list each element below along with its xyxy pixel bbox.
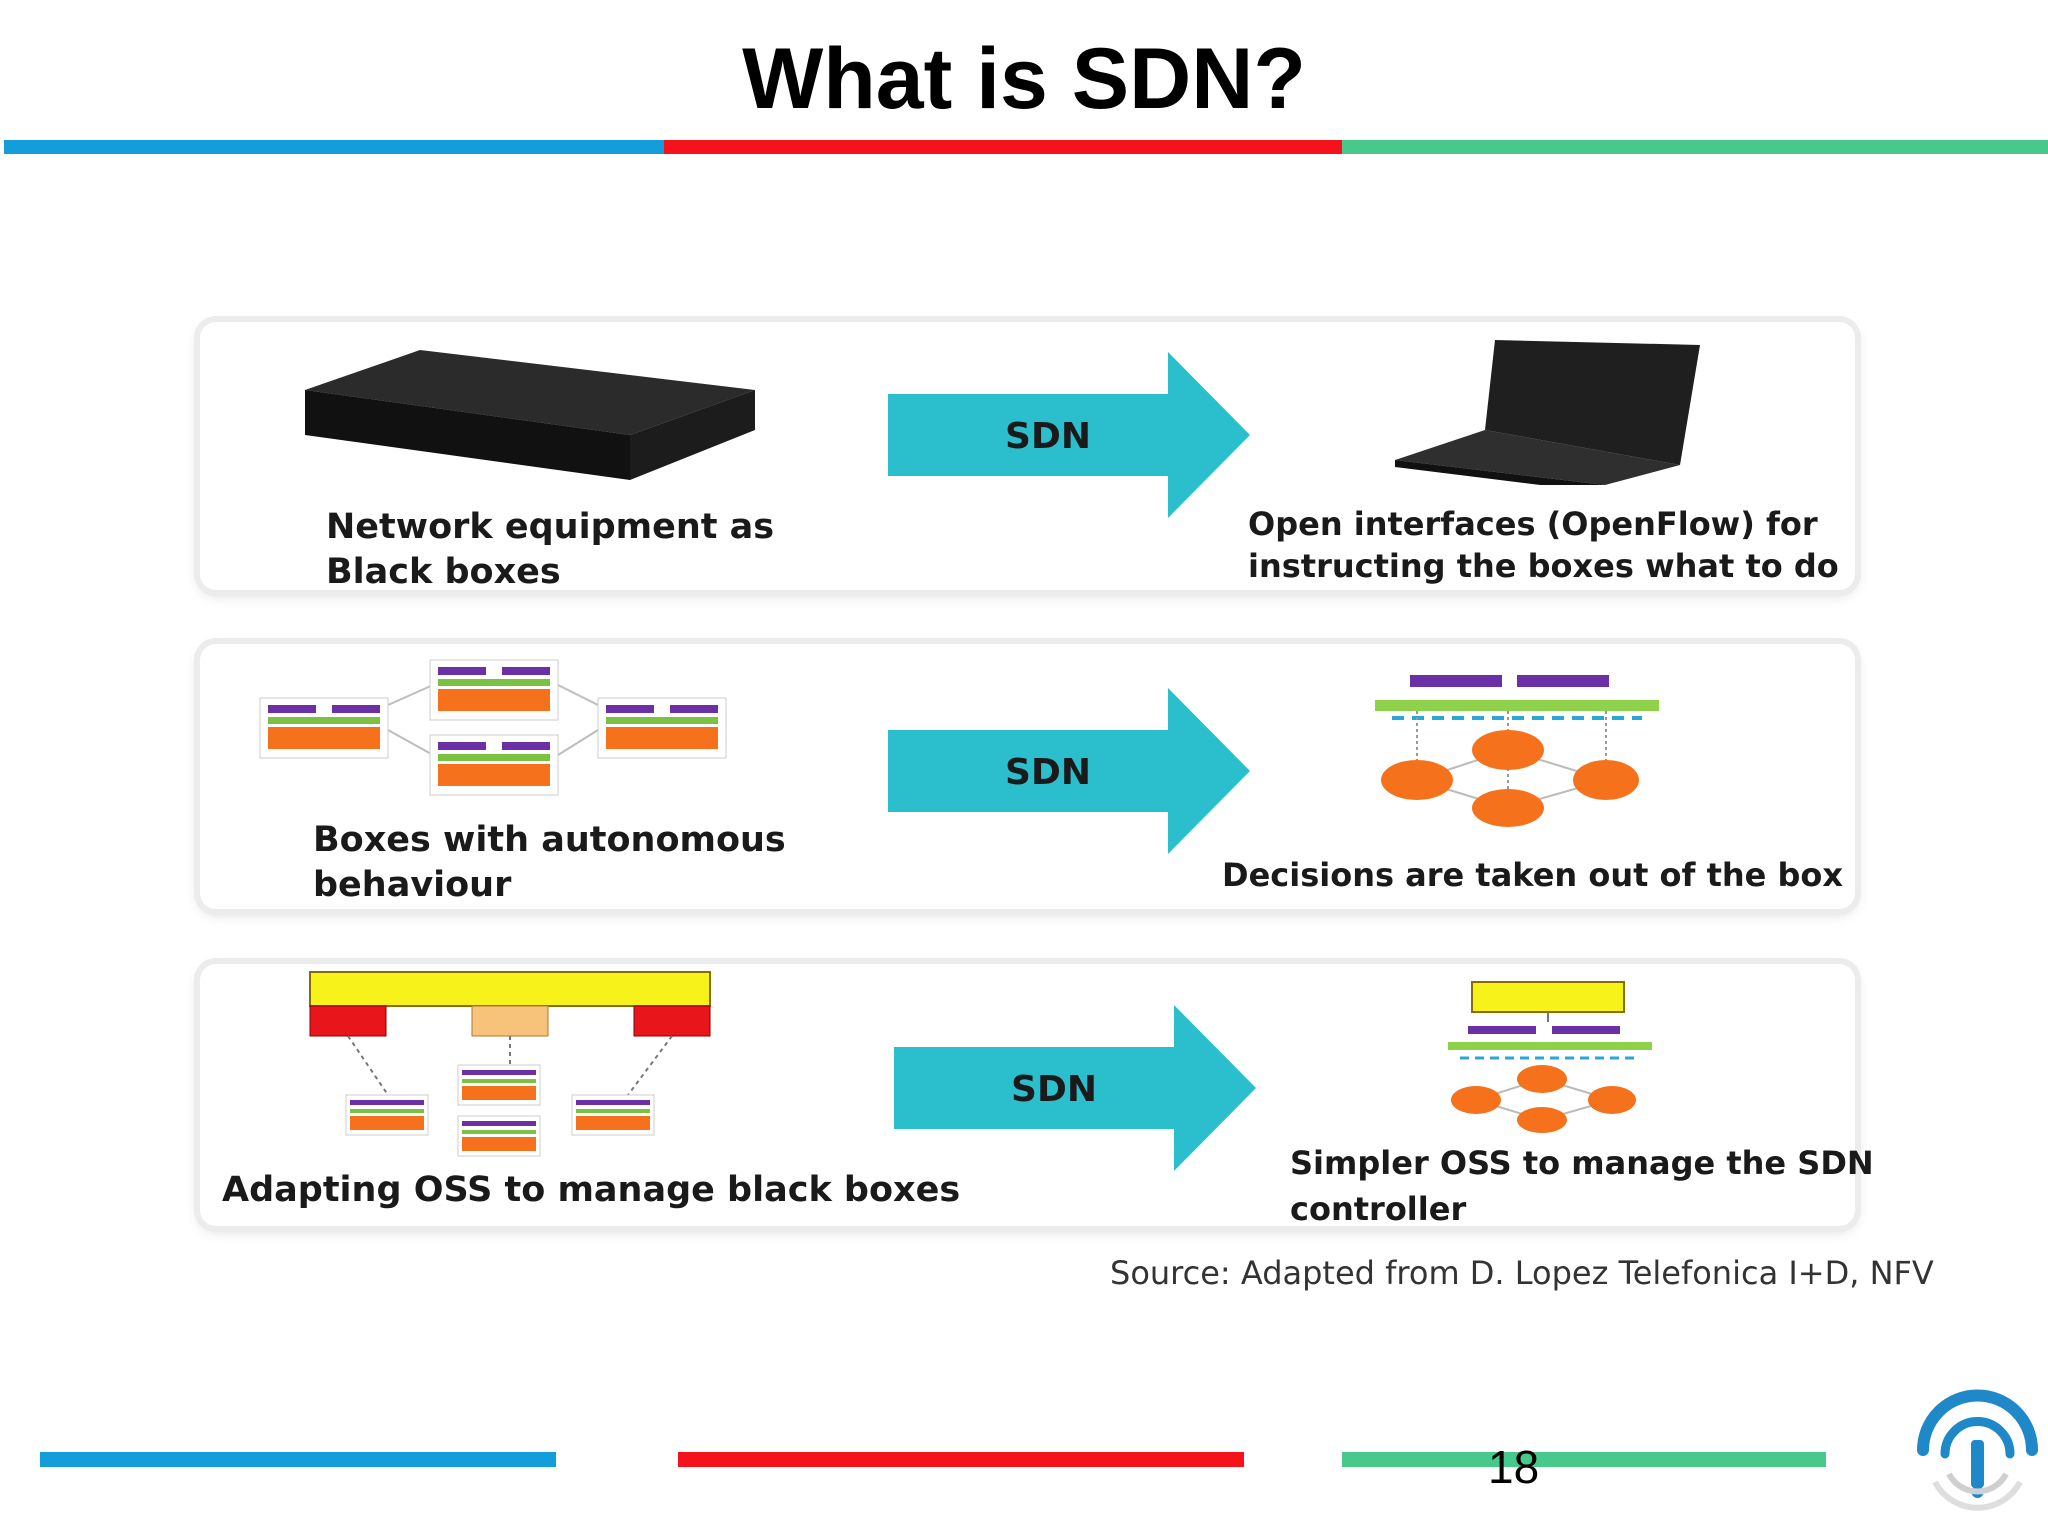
top-bar-green: [1342, 140, 2048, 154]
row3-right-line2: controller: [1290, 1190, 1467, 1228]
row1-right-caption: Open interfaces (OpenFlow) for instructi…: [1248, 503, 1839, 587]
row2-right-caption: Decisions are taken out of the box: [1222, 854, 1843, 896]
row1-left-line1: Network equipment as: [326, 507, 775, 547]
slide-title: What is SDN?: [742, 31, 1306, 127]
source-note: Source: Adapted from D. Lopez Telefonica…: [1110, 1254, 1934, 1292]
oss-diagram-icon: [309, 971, 711, 1157]
row3-left-caption: Adapting OSS to manage black boxes: [222, 1168, 960, 1213]
row1-left-line2: Black boxes: [326, 552, 561, 592]
row1-left-caption: Network equipment as Black boxes: [326, 505, 774, 595]
top-bar-red: [664, 140, 1342, 154]
row3-left-line1: Adapting OSS to manage black boxes: [222, 1170, 961, 1210]
sdn-arrow-2-label: SDN: [1005, 752, 1091, 793]
sdn-arrow-1: SDN: [888, 352, 1250, 518]
open-box-icon: [1395, 340, 1700, 485]
sdn-arrow-2: SDN: [888, 688, 1250, 854]
row1-right-line1: Open interfaces (OpenFlow) for: [1248, 505, 1818, 543]
row1-right-line2: instructing the boxes what to do: [1248, 547, 1839, 585]
bottom-bar-blue: [40, 1452, 556, 1467]
autonomous-boxes-icon: [259, 659, 727, 796]
sdn-arrow-3: SDN: [894, 1005, 1256, 1171]
row2-right-line1: Decisions are taken out of the box: [1222, 856, 1844, 894]
bottom-bar-green: [1342, 1452, 1826, 1467]
row2-left-caption: Boxes with autonomous behaviour: [313, 818, 786, 908]
row2-left-line1: Boxes with autonomous: [313, 820, 786, 860]
row3-right-caption: Simpler OSS to manage the SDN controller: [1290, 1140, 1874, 1232]
sdn-controller-oss-icon: [1448, 981, 1652, 1133]
logo-icon: [1917, 1389, 2038, 1511]
sdn-controller-icon: [1375, 675, 1659, 827]
top-bar-blue: [4, 140, 664, 154]
sdn-arrow-3-label: SDN: [1011, 1069, 1097, 1110]
row2-left-line2: behaviour: [313, 865, 512, 905]
sdn-arrow-1-label: SDN: [1005, 416, 1091, 457]
black-box-icon: [305, 350, 755, 480]
bottom-bar-red: [678, 1452, 1244, 1467]
page-number: 18: [1488, 1441, 1540, 1493]
row3-right-line1: Simpler OSS to manage the SDN: [1290, 1144, 1874, 1182]
